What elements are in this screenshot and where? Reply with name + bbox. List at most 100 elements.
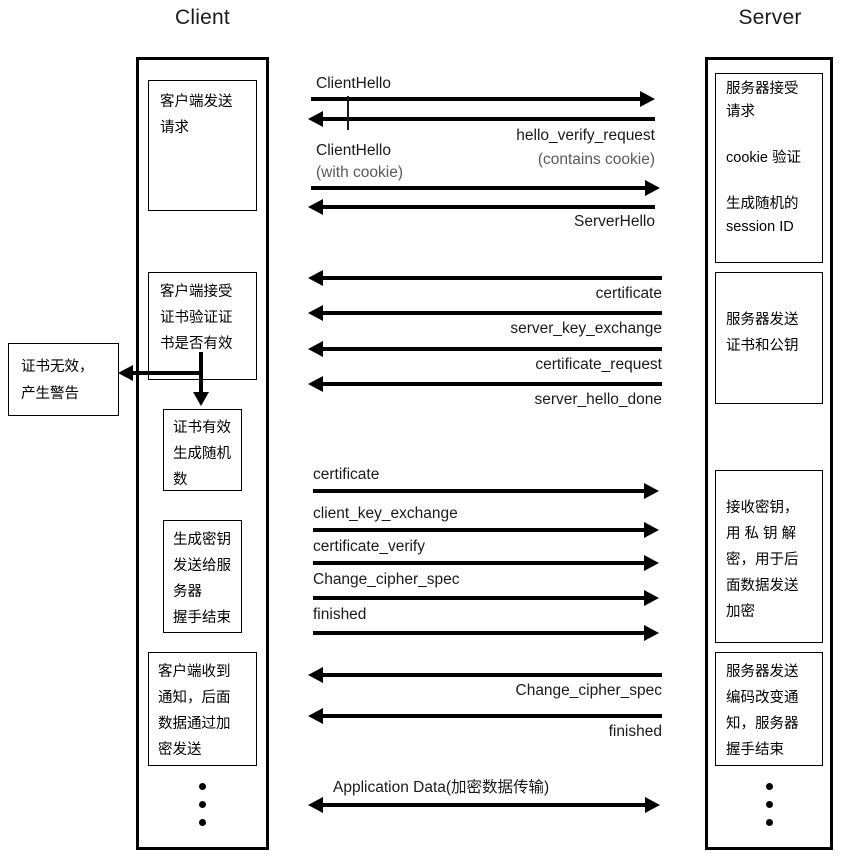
- box-line: 客户端发送: [160, 94, 233, 110]
- box-line: 知，服务器: [726, 716, 799, 732]
- alert-line: 证书无效，: [21, 359, 94, 375]
- msg-finished-s2c-label: finished: [608, 723, 662, 740]
- client-box-certificate-valid: 证书有效 生成随机 数: [163, 409, 242, 491]
- client-column-title: Client: [175, 6, 230, 29]
- server-box-receive-key: 接收密钥， 用 私 钥 解 密，用于后 面数据发送 加密: [715, 470, 823, 643]
- msg-client-key-exchange-shaft: [313, 528, 648, 532]
- msg-client-key-exchange-head-right: [644, 522, 659, 538]
- box-line: 客户端收到: [158, 664, 231, 680]
- box-line: 数据通过加: [158, 716, 231, 732]
- box-line: 发送给服: [173, 558, 231, 574]
- box-line: cookie 验证: [726, 150, 801, 166]
- server-column-title: Server: [738, 6, 802, 29]
- box-line: 密发送: [158, 742, 202, 758]
- msg-clienthello-1-label: ClientHello: [316, 75, 391, 92]
- box-line: [726, 124, 816, 147]
- server-ellipsis: [715, 772, 823, 826]
- box-line: 服务器发送: [726, 664, 799, 680]
- box-line: 证书验证证: [160, 310, 233, 326]
- msg-application-data-shaft: [322, 803, 649, 807]
- box-line: 生成随机的: [726, 196, 799, 212]
- msg-certificate-s2c-label: certificate: [595, 285, 662, 302]
- box-line: 书是否有效: [160, 336, 233, 352]
- clienthello-tick-mark: [347, 96, 349, 130]
- msg-certificate-s2c-head-left: [308, 270, 323, 286]
- msg-hello-verify-request-shaft: [322, 117, 655, 121]
- msg-finished-s2c-shaft: [322, 714, 662, 718]
- msg-clienthello-1-shaft: [311, 97, 644, 101]
- msg-server-hello-done-label: server_hello_done: [534, 391, 662, 408]
- box-line: 密，用于后: [726, 552, 799, 568]
- alert-line: 产生警告: [21, 386, 79, 402]
- ellipsis-dot: [765, 783, 773, 790]
- msg-server-hello-done-head-left: [308, 376, 323, 392]
- msg-certificate-verify-head-right: [644, 555, 659, 571]
- box-line: 通知，后面: [158, 690, 231, 706]
- box-line: 数: [173, 472, 188, 488]
- msg-finished-c2s-label: finished: [313, 606, 367, 623]
- box-line: 请求: [726, 104, 755, 120]
- box-line: 握手结束: [173, 610, 231, 626]
- ellipsis-dot: [199, 819, 206, 826]
- client-ellipsis: [148, 772, 257, 826]
- box-line: 握手结束: [726, 742, 784, 758]
- msg-hello-verify-request-head-left: [308, 111, 323, 127]
- msg-serverhello-shaft: [322, 205, 655, 209]
- msg-change-cipher-spec-s2c-label: Change_cipher_spec: [515, 682, 663, 699]
- box-line: session ID: [726, 219, 794, 235]
- msg-clienthello-2-head-right: [645, 180, 660, 196]
- msg-client-key-exchange-label: client_key_exchange: [313, 505, 458, 522]
- box-line: 客户端接受: [160, 284, 233, 300]
- msg-finished-c2s-shaft: [313, 631, 648, 635]
- certificate-invalid-alert-box: 证书无效， 产生警告: [8, 343, 119, 416]
- client-box-generate-key: 生成密钥 发送给服 务器 握手结束: [163, 520, 242, 633]
- ellipsis-dot: [199, 783, 206, 790]
- box-line: 面数据发送: [726, 578, 799, 594]
- msg-clienthello-2-shaft: [311, 186, 649, 190]
- msg-clienthello-2-sublabel: (with cookie): [316, 164, 403, 181]
- msg-application-data-head-left: [308, 797, 323, 813]
- msg-hello-verify-request-label: hello_verify_request: [516, 127, 655, 144]
- msg-finished-c2s-head-right: [644, 625, 659, 641]
- msg-hello-verify-request-sublabel: (contains cookie): [537, 151, 655, 168]
- box-line: 用 私 钥 解: [726, 526, 797, 542]
- box-line: 证书和公钥: [726, 338, 799, 354]
- msg-certificate-verify-shaft: [313, 561, 648, 565]
- box-line: 服务器发送: [726, 312, 799, 328]
- msg-application-data-head-right: [645, 797, 660, 813]
- msg-certificate-s2c-shaft: [322, 276, 662, 280]
- box-line: 接收密钥，: [726, 500, 799, 516]
- msg-server-key-exchange-head-left: [308, 305, 323, 321]
- client-box-verify-certificate: 客户端接受 证书验证证 书是否有效: [148, 272, 257, 380]
- msg-server-key-exchange-label: server_key_exchange: [510, 320, 662, 337]
- alert-arrow-head-left: [118, 365, 133, 381]
- ellipsis-dot: [765, 819, 773, 826]
- msg-certificate-c2s-head-right: [644, 483, 659, 499]
- msg-serverhello-label: ServerHello: [574, 213, 655, 230]
- client-box-send-request: 客户端发送 请求: [148, 80, 257, 211]
- alert-arrow-shaft: [131, 371, 201, 375]
- msg-clienthello-1-head-right: [640, 91, 655, 107]
- box-line: 服务器接受: [726, 81, 799, 97]
- msg-certificate-verify-label: certificate_verify: [313, 538, 425, 555]
- msg-finished-s2c-head-left: [308, 708, 323, 724]
- msg-change-cipher-spec-c2s-label: Change_cipher_spec: [313, 571, 460, 588]
- msg-change-cipher-spec-c2s-shaft: [313, 596, 648, 600]
- msg-server-hello-done-shaft: [322, 382, 662, 386]
- box-line: 加密: [726, 604, 755, 620]
- msg-certificate-request-shaft: [322, 347, 662, 351]
- decision-arrow-head-down: [193, 392, 209, 406]
- server-box-send-cert-pubkey: 服务器发送 证书和公钥: [715, 272, 823, 404]
- msg-certificate-request-head-left: [308, 341, 323, 357]
- msg-change-cipher-spec-c2s-head-right: [644, 590, 659, 606]
- box-line: 生成随机: [173, 446, 231, 462]
- ellipsis-dot: [765, 801, 773, 808]
- box-line: [726, 170, 816, 193]
- msg-clienthello-2-label: ClientHello: [316, 142, 391, 159]
- box-line: 务器: [173, 584, 202, 600]
- ellipsis-dot: [199, 801, 206, 808]
- msg-certificate-c2s-label: certificate: [313, 466, 380, 483]
- msg-certificate-c2s-shaft: [313, 489, 648, 493]
- box-line: 证书有效: [173, 420, 231, 436]
